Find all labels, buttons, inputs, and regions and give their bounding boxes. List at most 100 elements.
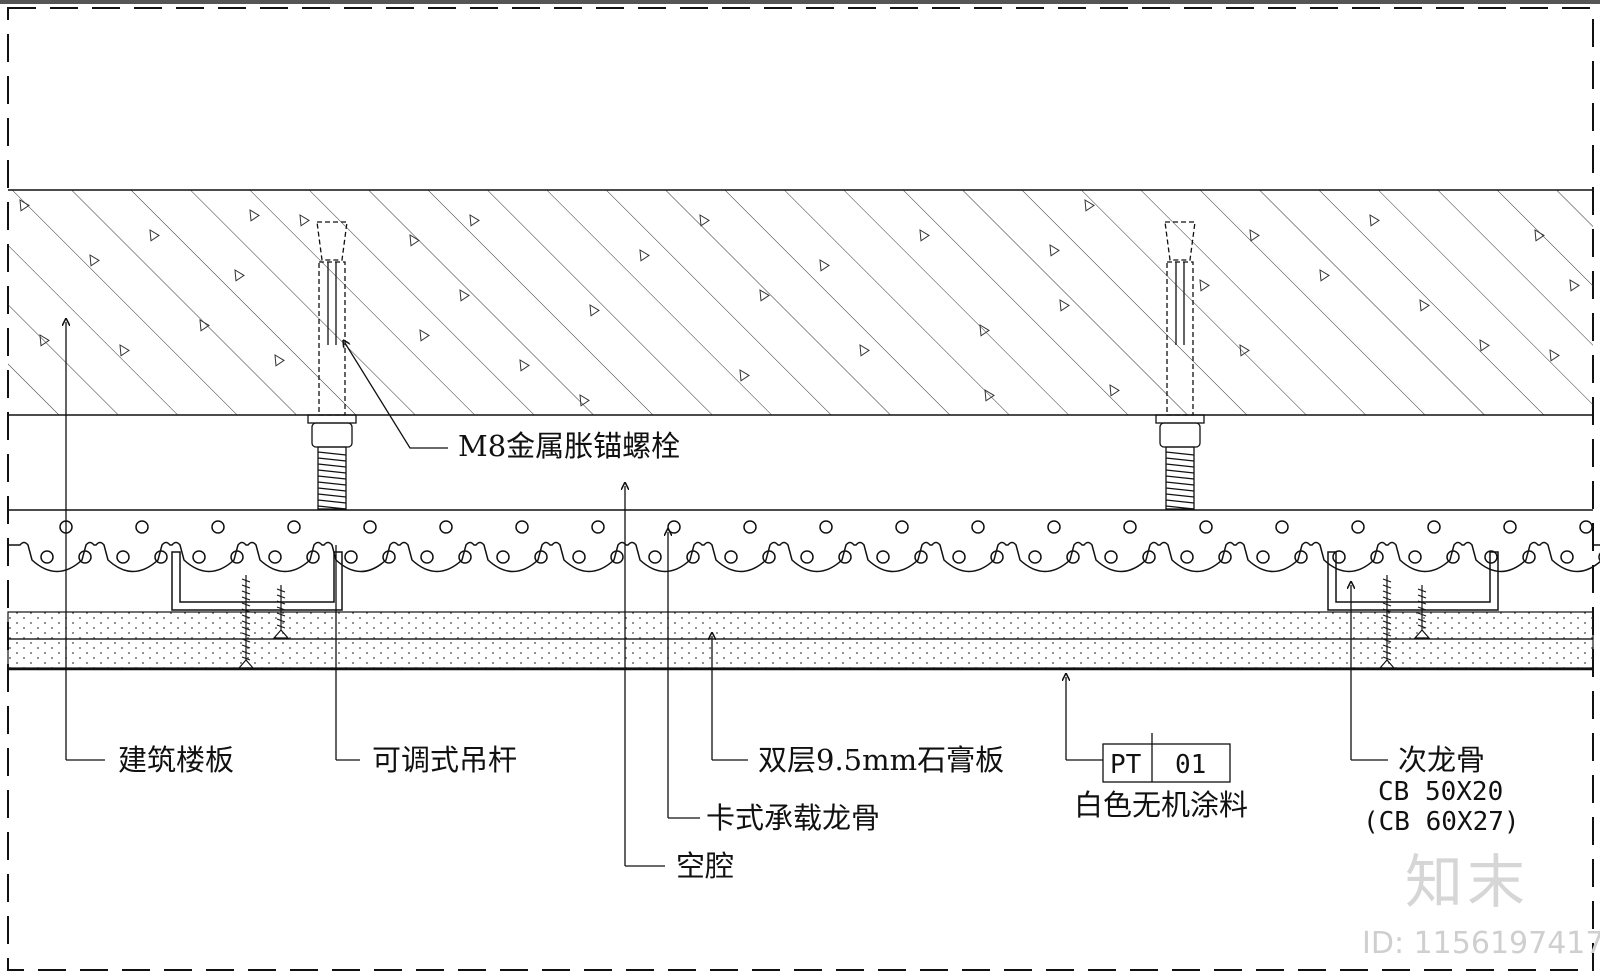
runner-hole-lower xyxy=(1028,550,1042,564)
aggregate-mark xyxy=(1419,299,1430,312)
screw-thread xyxy=(276,600,286,605)
runner-hole-upper xyxy=(1579,520,1593,534)
concrete-aggregate-marks xyxy=(19,199,1580,407)
runner-hole-lower xyxy=(762,550,776,564)
runner-hole-lower xyxy=(1218,550,1232,564)
rod-thread xyxy=(317,469,347,474)
screw-head xyxy=(1413,629,1431,639)
runner-hole-lower xyxy=(78,550,92,564)
runner-hole-lower xyxy=(1066,550,1080,564)
screw-thread xyxy=(241,596,251,601)
hanger-left xyxy=(307,221,357,510)
aggregate-mark xyxy=(639,249,650,262)
drawing-frame xyxy=(7,7,1594,971)
runner-hole-lower xyxy=(914,550,928,564)
nut xyxy=(1159,422,1201,448)
runner-hole-lower xyxy=(1332,550,1346,564)
threaded-rod xyxy=(1165,446,1195,510)
aggregate-mark xyxy=(1049,244,1060,257)
screw-thread xyxy=(241,638,251,643)
runner-hole-lower xyxy=(40,550,54,564)
runner-hole-lower xyxy=(952,550,966,564)
screw-head xyxy=(237,659,255,669)
aggregate-mark xyxy=(859,344,870,357)
screw-thread xyxy=(1417,594,1427,599)
runner-hole-upper xyxy=(1123,520,1137,534)
runner-hole-lower xyxy=(990,550,1004,564)
screw-thread xyxy=(1382,638,1392,643)
hanger-assemblies xyxy=(307,221,1205,510)
runner-hole-lower xyxy=(1408,550,1422,564)
label-finish-name: 白色无机涂料 xyxy=(1074,788,1248,822)
aggregate-mark xyxy=(1249,229,1260,242)
screw-thread xyxy=(276,588,286,593)
screw-thread xyxy=(276,594,286,599)
screw-thread xyxy=(241,584,251,589)
runner-hole-lower xyxy=(1104,550,1118,564)
screw-thread xyxy=(1382,596,1392,601)
aggregate-mark xyxy=(19,199,30,212)
label-secondary-spec-1: CB 50X20 xyxy=(1378,777,1503,807)
anchor-wedge xyxy=(316,221,348,261)
screw-thread xyxy=(276,612,286,617)
runner-hole-upper xyxy=(1199,520,1213,534)
aggregate-mark xyxy=(984,389,995,402)
screw-thread xyxy=(1382,656,1392,661)
runner-hole-lower xyxy=(572,550,586,564)
main-runner-profile xyxy=(8,520,1600,573)
rod-thread xyxy=(1165,463,1195,468)
aggregate-mark xyxy=(274,354,285,367)
screw-thread xyxy=(241,614,251,619)
rod-thread xyxy=(1165,475,1195,480)
screw-thread xyxy=(1382,650,1392,655)
runner-hole-lower xyxy=(1560,550,1574,564)
label-cavity: 空腔 xyxy=(676,849,734,883)
label-secondary-spec-2: (CB 60X27) xyxy=(1363,807,1520,837)
leader-lines xyxy=(66,322,1388,867)
runner-hole-lower xyxy=(458,550,472,564)
secondary-runner-channel-left xyxy=(171,551,343,611)
screw-head xyxy=(1378,659,1396,669)
runner-hole-lower xyxy=(1370,550,1384,564)
screw-thread xyxy=(1382,608,1392,613)
runner-hole-lower xyxy=(306,550,320,564)
rod-thread xyxy=(317,463,347,468)
screw-thread xyxy=(1417,624,1427,629)
runner-hole-lower xyxy=(1598,552,1600,562)
aggregate-mark xyxy=(409,234,420,247)
aggregate-mark xyxy=(759,289,770,302)
rod-thread xyxy=(317,475,347,480)
runner-hole-lower xyxy=(534,550,548,564)
runner-hole-lower xyxy=(420,550,434,564)
washer xyxy=(307,414,357,424)
rod-thread xyxy=(317,457,347,462)
screw-thread xyxy=(1382,626,1392,631)
runner-hole-upper xyxy=(591,520,605,534)
aggregate-mark xyxy=(1479,339,1490,352)
runner-hole-upper xyxy=(819,520,833,534)
screw-thread xyxy=(1417,612,1427,617)
screw-thread xyxy=(1417,606,1427,611)
runner-hole-lower xyxy=(344,550,358,564)
aggregate-mark xyxy=(234,269,245,282)
aggregate-mark xyxy=(979,324,990,337)
runner-wave xyxy=(8,541,1600,573)
drywall-screw xyxy=(272,585,290,639)
aggregate-mark xyxy=(119,344,130,357)
watermark-id: ID: 1156197417 xyxy=(1362,926,1600,961)
runner-hole-upper xyxy=(1275,520,1289,534)
aggregate-mark xyxy=(1199,279,1210,292)
screw-thread xyxy=(1417,588,1427,593)
aggregate-mark xyxy=(1549,349,1560,362)
nut xyxy=(311,422,353,448)
aggregate-mark xyxy=(419,329,430,342)
screw-thread xyxy=(1382,644,1392,649)
drywall-screw xyxy=(1378,575,1396,669)
runner-hole-upper xyxy=(1503,520,1517,534)
runner-hole-lower xyxy=(1294,550,1308,564)
runner-hole-upper xyxy=(1351,520,1365,534)
watermark-brand: 知末 xyxy=(1405,848,1529,916)
washer xyxy=(1155,414,1205,424)
secondary-runner-channel-right xyxy=(1327,551,1499,611)
rod-thread xyxy=(1165,457,1195,462)
